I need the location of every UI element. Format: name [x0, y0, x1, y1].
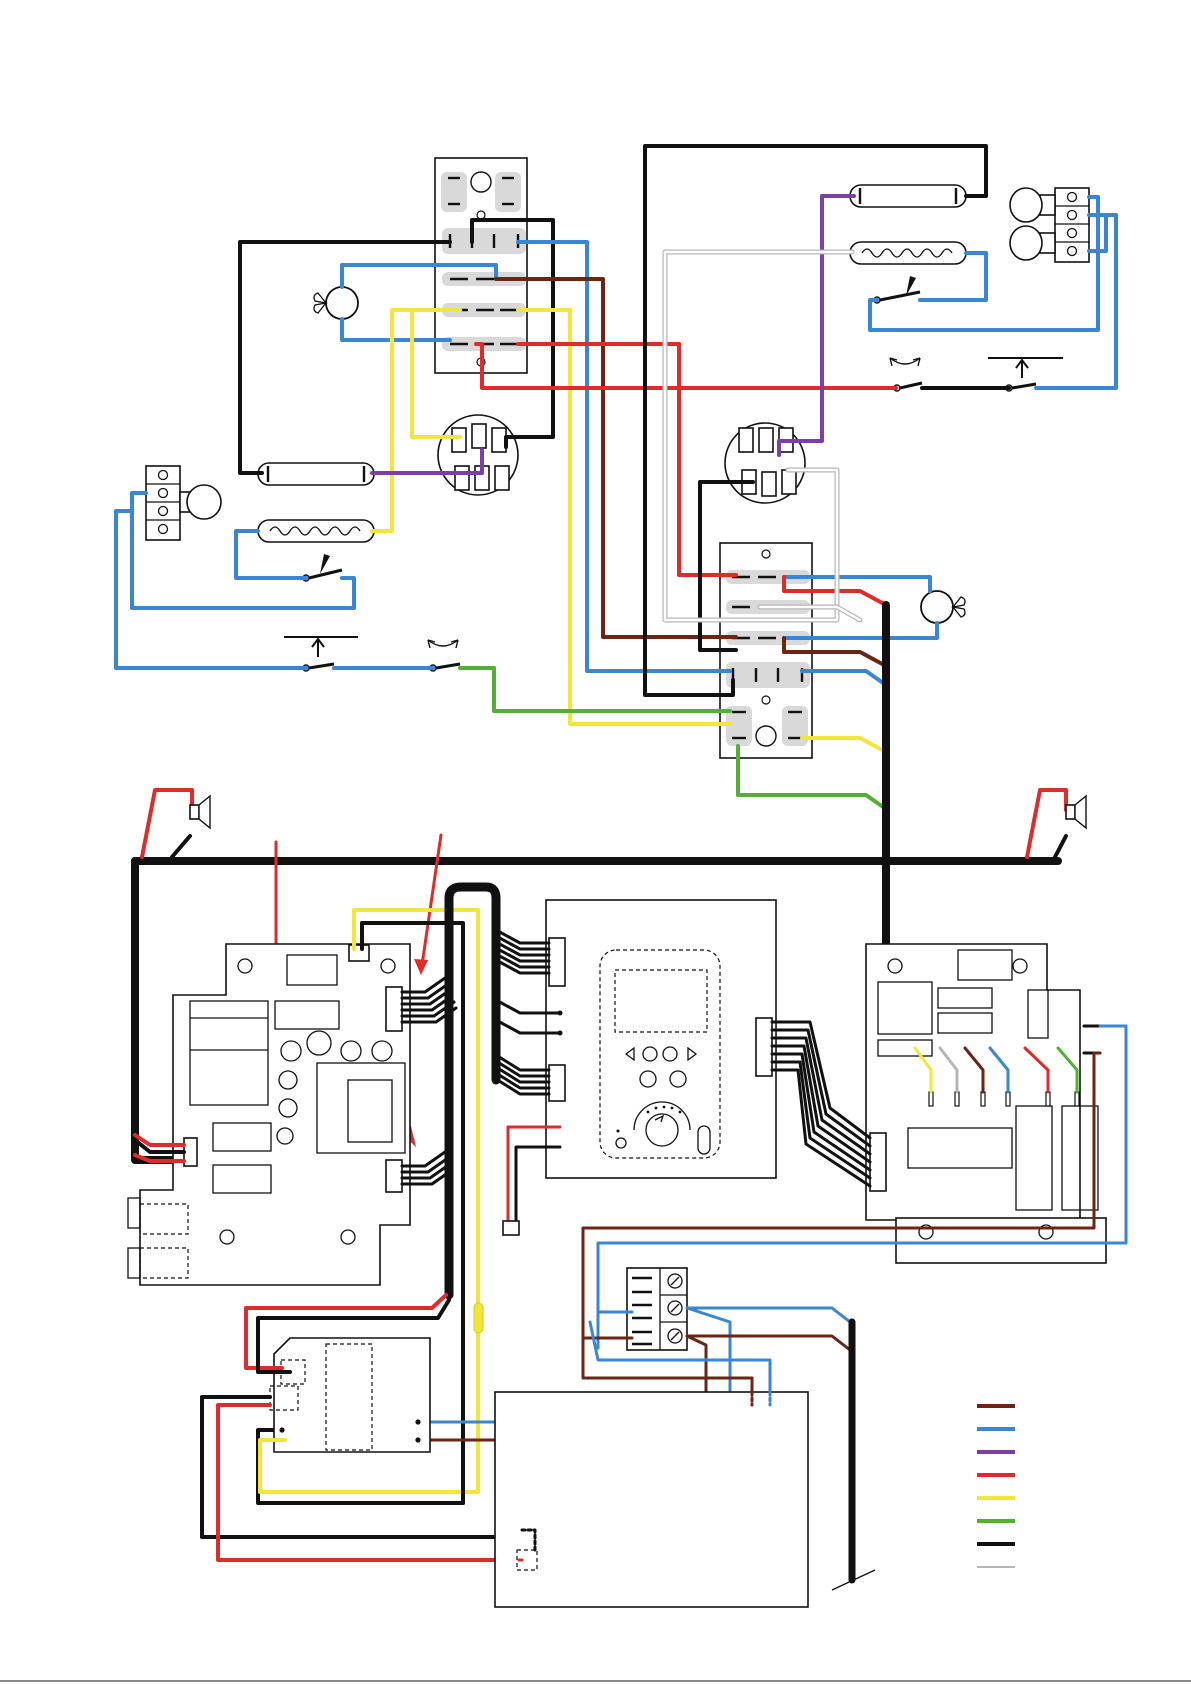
right-round-connector	[725, 423, 805, 503]
right-thermostat-switch	[874, 276, 920, 303]
right-buzzer	[1066, 796, 1086, 828]
left-lamp-tube	[258, 463, 374, 485]
power-board	[128, 944, 410, 1285]
right-fan	[921, 591, 965, 623]
right-terminal-block	[1010, 188, 1089, 262]
control-panel	[546, 900, 776, 1178]
left-round-connector	[438, 415, 518, 495]
small-module	[270, 1338, 430, 1452]
left-door-switch	[284, 637, 358, 671]
mains-terminal	[627, 1268, 687, 1350]
right-heater-element	[850, 242, 966, 264]
left-terminal-block	[146, 466, 221, 540]
left-heater-element	[258, 520, 374, 542]
left-fan	[314, 287, 358, 319]
base-enclosure	[495, 1392, 808, 1607]
left-thermostat-switch	[303, 554, 342, 581]
wire-color-legend	[977, 1406, 1015, 1567]
relay-board	[866, 944, 1106, 1263]
right-lamp-tube	[850, 185, 966, 207]
